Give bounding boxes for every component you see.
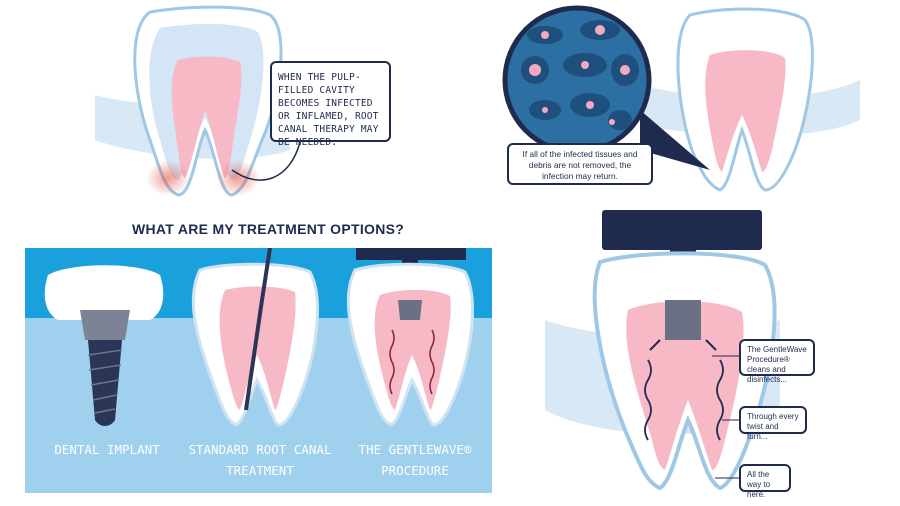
bacteria [529,25,630,125]
infection-callout: If all of the infected tissues and debri… [507,143,653,185]
rct-pulp [219,286,296,410]
treatment-options-panel [25,248,492,493]
pulp [171,56,242,178]
detail-wave-right [716,359,724,441]
option-gw-line2: PROCEDURE [381,463,449,478]
allway-callout: All the way to here. [739,464,791,499]
option-label-rct: STANDARD ROOT CANAL TREATMENT [180,439,340,481]
handpiece-cap [602,210,762,250]
detail-arrow-left [649,339,661,351]
magnifier-tail [640,110,710,170]
rct-file [244,248,272,411]
implant-crown [44,265,164,320]
detail-arrow-right [705,339,717,351]
detail-wave-left [644,359,652,441]
inflammation-right [216,160,260,196]
inflamed-tooth-illustration [95,5,301,197]
gentlewave-cleans-callout: The GentleWave Procedure® cleans and dis… [739,339,815,384]
option-rct-line1: STANDARD ROOT CANAL [188,442,332,457]
callout-connector [231,141,301,181]
gw-handpiece-top [356,248,466,260]
twist-callout: Through every twist and turn... [739,406,807,441]
option-label-gentlewave: THE GENTLEWAVE® PROCEDURE [345,439,485,481]
treatment-options-heading: WHAT ARE MY TREATMENT OPTIONS? [132,221,405,237]
option-gw-line1: THE GENTLEWAVE® [358,442,472,457]
gw-wave-left [389,329,395,395]
implant-abutment [80,310,130,340]
option-implant-line1: DENTAL IMPLANT [54,442,160,457]
pulp-callout: WHEN THE PULP-FILLED CAVITY BECOMES INFE… [270,61,391,148]
inflammation-left [146,160,190,196]
option-rct-line2: TREATMENT [226,463,294,478]
gw-access [398,300,422,320]
option-label-implant: DENTAL IMPLANT [42,439,172,460]
gentlewave-detail-illustration [545,210,780,491]
infection-magnifier-illustration [502,5,860,192]
detail-access [665,300,701,340]
pulp-right [705,50,786,173]
gw-wave-right [429,329,435,395]
implant-threads [87,349,123,414]
